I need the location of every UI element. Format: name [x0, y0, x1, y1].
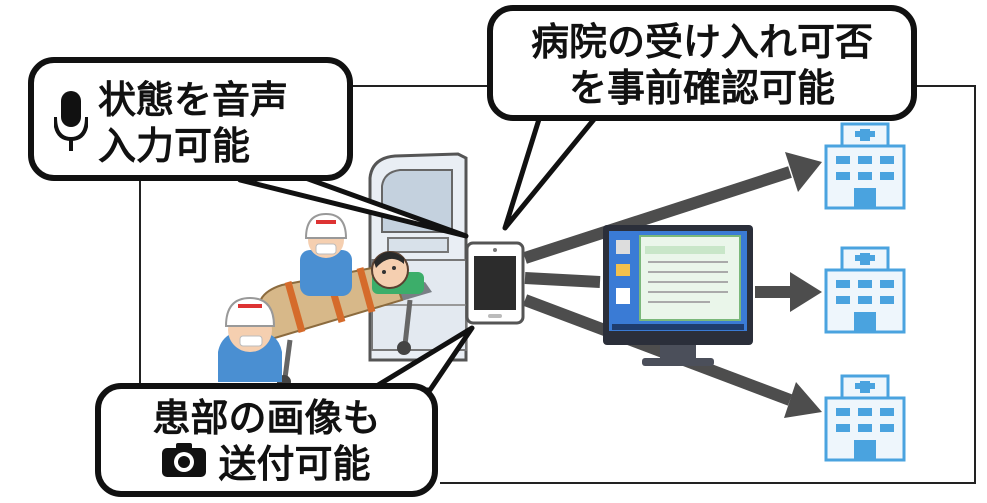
paramedic-back-illustration [300, 212, 352, 296]
hospital-bubble-line1: 病院の受け入れ可否 [530, 20, 873, 64]
photo-bubble-line1: 患部の画像も [152, 396, 381, 440]
frame-border [139, 85, 976, 484]
computer-monitor-icon [603, 225, 753, 366]
hospital-icon-middle [824, 246, 906, 334]
hospital-bubble-line2: を事前確認可能 [568, 66, 835, 110]
voice-bubble-line1: 状態を音声 [98, 78, 289, 122]
paramedic-front-illustration [218, 296, 282, 382]
arrow-head-middle [790, 272, 822, 312]
arrow-head-bottom [784, 382, 822, 418]
photo-bubble-line2: 送付可能 [218, 442, 371, 486]
arrow-head-top [785, 152, 822, 192]
hospital-icon-bottom [824, 374, 906, 462]
smartphone-icon [465, 241, 525, 325]
microphone-icon [44, 73, 98, 173]
hospital-confirmation-bubble: 病院の受け入れ可否 を事前確認可能 [487, 5, 917, 121]
voice-input-bubble: 状態を音声 入力可能 [28, 57, 353, 181]
bubble-tails [237, 109, 603, 393]
voice-bubble-line2: 入力可能 [98, 124, 251, 168]
photo-send-bubble: 患部の画像も 送付可能 [95, 383, 438, 497]
connection-arrows [522, 152, 822, 418]
hospital-icon-top [824, 122, 906, 210]
camera-icon [162, 441, 207, 487]
